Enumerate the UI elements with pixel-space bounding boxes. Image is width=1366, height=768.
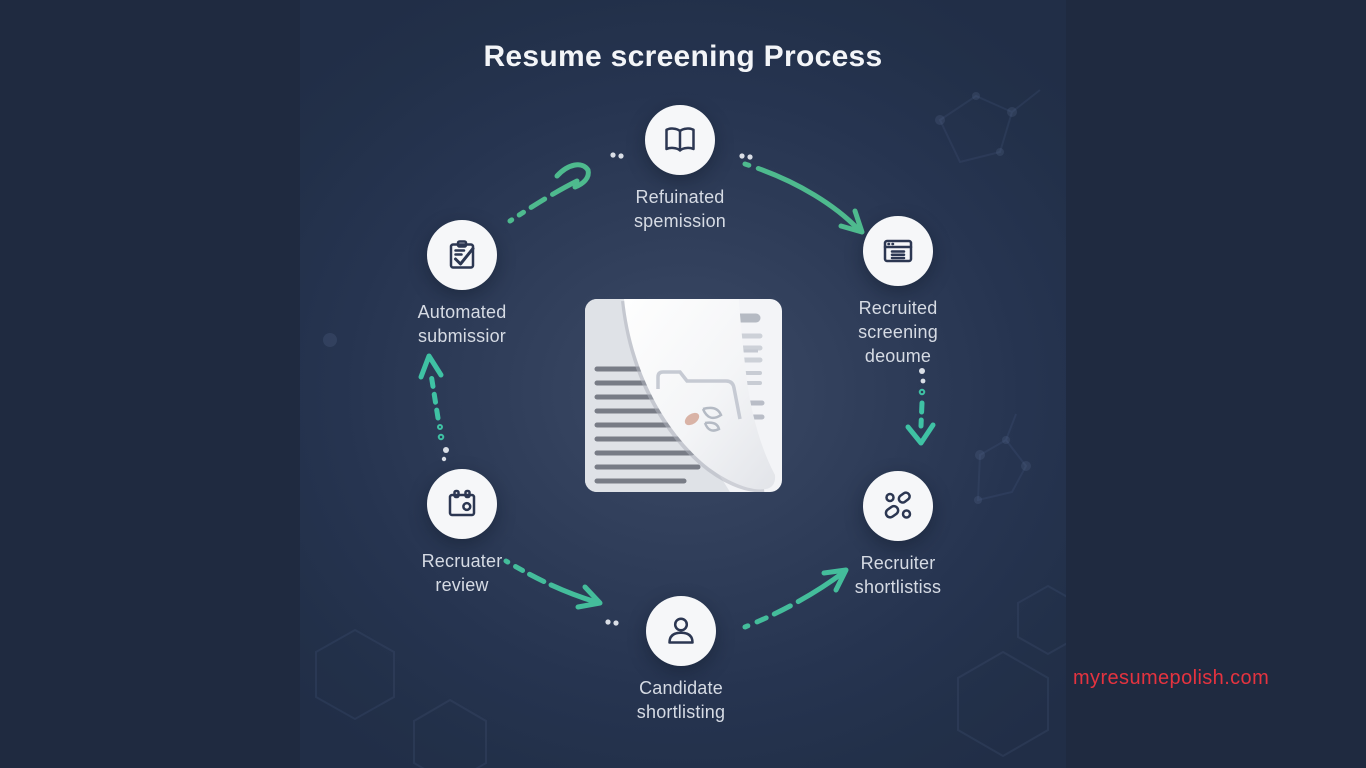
watermark-website: myresumepolish.com [1073,667,1270,689]
step-recruiter-review: Recruater review [372,469,552,598]
browser-window-icon [883,239,913,263]
step-recruiter-shortlists: Recruiter shortlistiss [808,471,988,600]
step-circle [427,220,497,290]
calendar-icon [448,489,476,517]
logo-swirl [701,406,723,432]
step-refined-submission: Refuinated spemission [590,105,770,234]
step-label: Recruited screening deoume [858,298,938,366]
step-candidate-shortlisting: Candidate shortlisting [591,596,771,725]
step-label: Refuinated spemission [633,187,727,231]
step-circle [863,471,933,541]
step-circle [863,216,933,286]
infographic-photo-area: Resume screening Process [300,0,1066,768]
page-title: Resume screening Process [483,40,883,73]
step-label: Recruiter shortlistiss [854,553,942,597]
logo-petal [684,412,700,426]
curl-shadow [621,300,765,492]
person-icon [668,617,694,644]
step-circle [646,596,716,666]
page-curl [624,299,776,490]
clipboard-check-icon [449,240,475,269]
step-circle [645,105,715,175]
step-circle [427,469,497,539]
step-label: Candidate shortlisting [636,678,726,722]
scatter-nodes-icon [884,491,912,519]
step-resume-screening: Recruited screening deoume [808,216,988,368]
folder-outline-curl [656,370,742,420]
step-label: Recruater review [421,551,503,595]
open-book-icon [665,127,695,152]
step-automated-submission: Automated submissior [372,220,552,349]
step-label: Automated submissior [417,302,507,346]
resume-document-illustration [585,299,782,492]
